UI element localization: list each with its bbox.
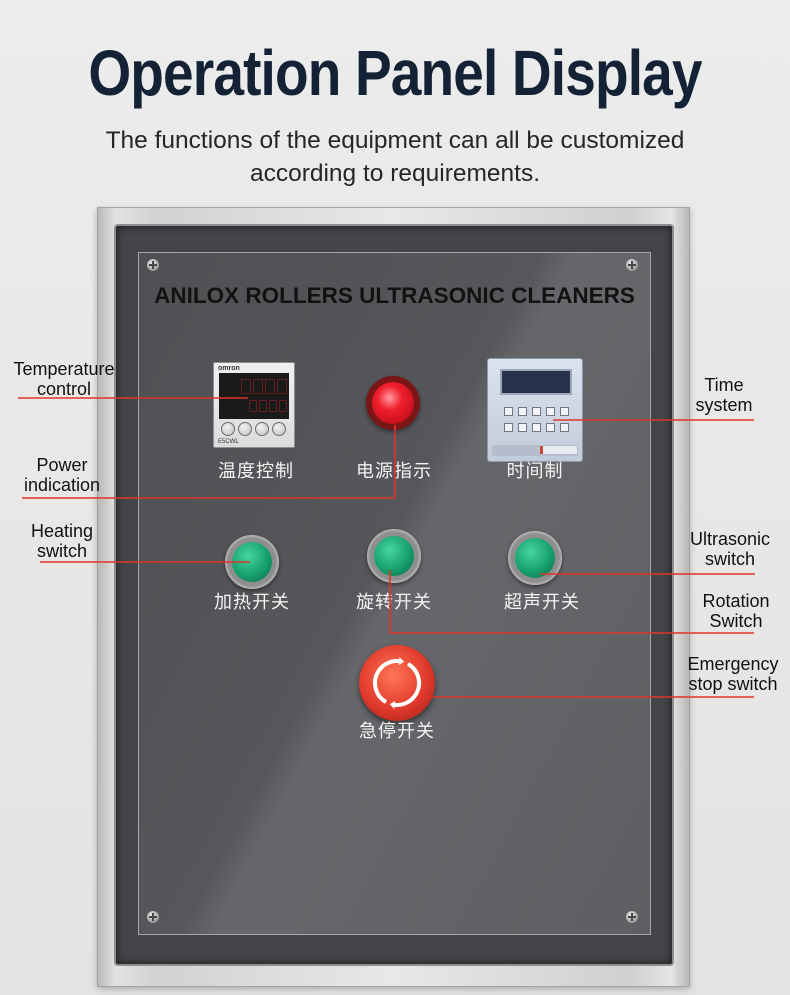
callout-rotation-switch: Rotation Switch: [686, 591, 786, 631]
page-subtitle: The functions of the equipment can all b…: [0, 124, 790, 190]
arrow-head: [389, 700, 396, 709]
subtitle-line-1: The functions of the equipment can all b…: [105, 127, 685, 154]
callout-line-2: indication: [23, 475, 101, 495]
switch-cap: [374, 536, 414, 576]
display-digit: [249, 400, 257, 412]
callout-line-2: Switch: [709, 611, 763, 631]
heating-switch-label: 加热开关: [214, 592, 290, 613]
callout-line-1: Power: [36, 455, 88, 475]
callout-line-2: switch: [704, 549, 755, 569]
timer-key: [546, 423, 555, 432]
display-digit: [253, 379, 263, 394]
timer-key: [560, 407, 569, 416]
arrow-head: [398, 657, 405, 666]
screw-icon: [626, 259, 638, 271]
screw-icon: [147, 259, 159, 271]
callout-time-system: Time system: [664, 375, 784, 415]
display-digit: [279, 400, 287, 412]
timer-key: [518, 407, 527, 416]
timer-label: 时间制: [506, 461, 564, 482]
callout-line-1: Temperature: [13, 359, 115, 379]
subtitle-line-2: according to requirements.: [249, 160, 541, 187]
callout-line-2: stop switch: [688, 674, 778, 694]
power-indicator-lamp: [366, 376, 420, 430]
timer-key: [504, 423, 513, 432]
callout-line-2: control: [36, 379, 92, 399]
callout-line-1: Rotation: [702, 591, 770, 611]
arrow-arc: [373, 659, 421, 707]
switch-cap: [515, 538, 555, 578]
callout-line-1: Heating: [30, 521, 94, 541]
rotation-switch-label: 旋转开关: [356, 592, 432, 613]
screw-icon: [147, 911, 159, 923]
display-digit: [277, 379, 287, 394]
controller-key: [238, 422, 252, 436]
callout-heating-switch: Heating switch: [2, 521, 122, 561]
timer-sticker: [540, 446, 577, 454]
circular-arrow-icon: [373, 657, 421, 709]
emergency-stop-button: [359, 645, 435, 721]
rotation-switch: [367, 529, 421, 583]
timer-relay: [487, 358, 583, 462]
timer-key: [504, 407, 513, 416]
callout-line-1: Emergency: [687, 654, 779, 674]
timer-display: [500, 369, 572, 395]
timer-key: [560, 423, 569, 432]
page-title: Operation Panel Display: [88, 37, 702, 109]
display-digit: [259, 400, 267, 412]
panel-title: ANILOX ROLLERS ULTRASONIC CLEANERS: [154, 283, 635, 308]
timer-key: [518, 423, 527, 432]
temperature-controller: omron E5CWL: [213, 362, 295, 448]
screw-icon: [626, 911, 638, 923]
callout-power-indication: Power indication: [2, 455, 122, 495]
controller-key: [255, 422, 269, 436]
power-indication-label: 电源指示: [356, 461, 432, 482]
indicator-lens: [372, 382, 414, 424]
timer-label-strip: [492, 445, 578, 456]
controller-key: [221, 422, 235, 436]
callout-line-1: Ultrasonic: [689, 529, 771, 549]
emergency-stop-label: 急停开关: [359, 721, 435, 742]
callout-emergency-stop-switch: Emergency stop switch: [679, 654, 787, 694]
temperature-control-label: 温度控制: [218, 461, 294, 482]
display-digit: [269, 400, 277, 412]
display-digit: [241, 379, 251, 394]
callout-line-rotation: [389, 570, 754, 634]
timer-key: [532, 407, 541, 416]
timer-key: [532, 423, 541, 432]
callout-line-2: switch: [36, 541, 87, 561]
callout-line-2: system: [695, 395, 753, 415]
callout-temperature-control: Temperature control: [4, 359, 124, 399]
callout-ultrasonic-switch: Ultrasonic switch: [675, 529, 785, 569]
controller-model: E5CWL: [218, 439, 239, 445]
ultrasonic-switch: [508, 531, 562, 585]
controller-brand: omron: [218, 365, 240, 372]
controller-key: [272, 422, 286, 436]
ultrasonic-switch-label: 超声开关: [504, 592, 580, 613]
display-digit: [265, 379, 275, 394]
controller-display: [219, 373, 289, 419]
callout-line-power: [22, 425, 396, 499]
timer-key: [546, 407, 555, 416]
callout-line-1: Time: [704, 375, 744, 395]
